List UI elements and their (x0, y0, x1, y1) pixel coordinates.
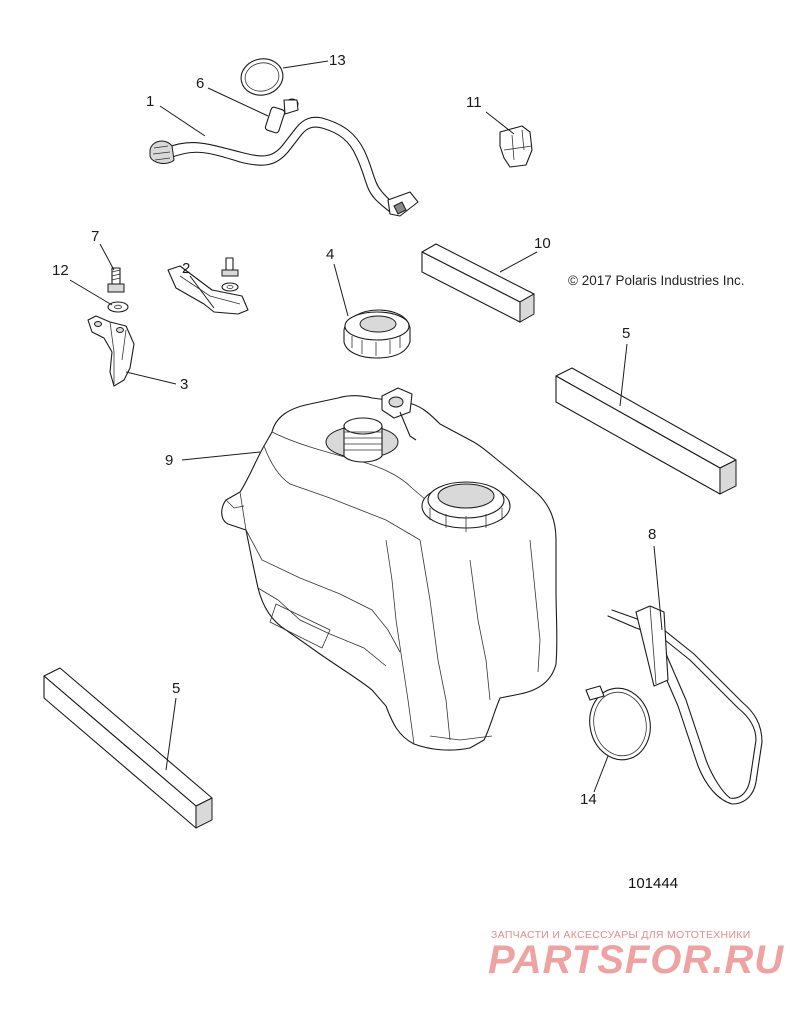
leader-1 (159, 105, 206, 137)
fuel-cap-part-4 (343, 309, 411, 359)
foam-strip-part-5-left (43, 667, 213, 829)
leader-5-right (619, 343, 628, 407)
pinch-clamp-part-14 (585, 685, 651, 761)
leader-2 (189, 275, 215, 309)
vent-hose-part-1 (149, 116, 419, 217)
callout-10: 10 (534, 235, 551, 252)
callout-8: 8 (648, 526, 657, 543)
foam-strip-part-5-right (555, 367, 737, 495)
leader-5-left (165, 697, 177, 771)
foam-block-part-10 (421, 243, 535, 323)
leader-7 (99, 243, 115, 271)
callout-5-left: 5 (172, 680, 181, 697)
callout-5-right: 5 (622, 325, 631, 342)
callout-3: 3 (180, 376, 189, 393)
callout-4: 4 (326, 246, 335, 263)
callout-7: 7 (91, 228, 100, 245)
leader-11 (485, 111, 515, 135)
leader-9 (181, 451, 261, 461)
bracket-part-2 (167, 257, 249, 315)
leader-8 (653, 545, 663, 631)
leader-4 (333, 263, 349, 317)
watermark-tagline: ЗАПЧАСТИ И АКСЕССУАРЫ ДЛЯ МОТОТЕХНИКИ (491, 929, 751, 941)
callout-11: 11 (466, 94, 482, 111)
svg-text:PARTSFOR.RU: PARTSFOR.RU (488, 938, 784, 979)
callout-9: 9 (165, 452, 174, 469)
clip-part-11 (499, 125, 533, 168)
fuel-tank-part-9 (221, 387, 558, 751)
hose-fitting-part-6 (264, 98, 299, 134)
diagram-number: 101444 (628, 875, 679, 892)
cable-tie-part-13 (240, 58, 284, 96)
screw-part-7 (107, 267, 125, 293)
leader-10 (499, 251, 538, 273)
copyright-notice: © 2017 Polaris Industries Inc. (568, 273, 745, 288)
washer-part-12 (107, 301, 129, 313)
strap-part-8 (607, 605, 763, 805)
callout-6: 6 (196, 75, 205, 92)
callout-1: 1 (146, 93, 155, 110)
leader-3 (125, 371, 177, 385)
callout-12: 12 (52, 262, 69, 279)
bracket-part-3 (87, 315, 135, 387)
leader-14 (593, 755, 609, 793)
leader-12 (69, 279, 113, 306)
watermark-logo: PARTSFOR.RU (488, 938, 784, 979)
callout-14: 14 (580, 791, 597, 808)
leader-6 (207, 87, 269, 117)
leader-13 (282, 60, 329, 69)
callout-2: 2 (182, 260, 191, 277)
callout-13: 13 (329, 52, 346, 69)
